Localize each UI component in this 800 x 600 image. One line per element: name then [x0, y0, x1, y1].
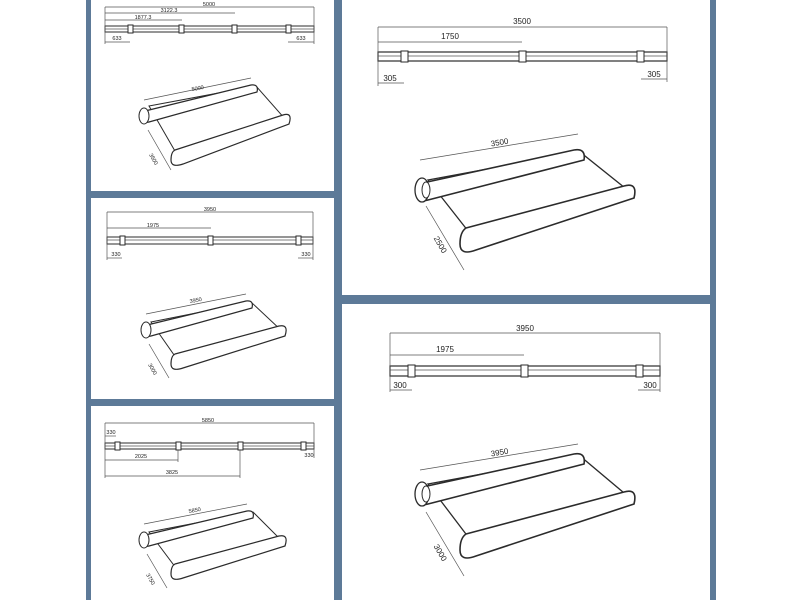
rail-total-label: 3500 — [513, 17, 531, 26]
rail-end-left-label: 633 — [112, 36, 121, 42]
bracket — [207, 235, 214, 246]
awning-3d: 3950 3000 — [140, 293, 287, 379]
awning-width-label: 5850 — [188, 507, 201, 515]
rail-end-right-label: 300 — [643, 381, 657, 390]
awning-projection-label: 3500 — [147, 153, 158, 167]
panel-awning-5000: 5000 3122.3 1877.3 633 633 5000 — [91, 0, 334, 191]
awning-3d: 5000 3500 — [138, 77, 291, 171]
panel-awning-3950: 3950 1975 300 300 3950 3000 — [342, 304, 710, 600]
rail-end-left-label: 330 — [106, 430, 115, 436]
bracket — [285, 24, 292, 34]
panel-awning-3500: 3500 1750 305 305 3500 2500 — [342, 0, 710, 295]
rail-end-left-label: 330 — [111, 252, 120, 258]
rail-diagram: 3500 1750 305 305 — [377, 17, 668, 86]
bracket — [400, 50, 409, 63]
rail-end-left-label: 300 — [393, 381, 407, 390]
bracket — [127, 24, 134, 34]
awning-3d: 3500 2500 — [414, 133, 636, 271]
rail-total-label: 3950 — [516, 324, 534, 333]
awning-3d: 5850 3750 — [138, 503, 287, 589]
awning-3500-drawing: 3500 1750 305 305 3500 2500 — [377, 17, 668, 271]
bracket — [636, 50, 645, 63]
awning-3950-drawing: 3950 1975 300 300 3950 3000 — [389, 324, 661, 577]
panel-awning-3950-small: 3950 1975 330 330 3950 3000 — [91, 198, 334, 399]
rail-dim-a-label: 1975 — [147, 223, 159, 229]
bracket — [300, 441, 307, 451]
awning-width-label: 3500 — [490, 136, 510, 148]
bracket — [635, 364, 644, 378]
rail-dim-a-label: 2025 — [135, 454, 147, 460]
rail-dim-a-label: 3122.3 — [161, 8, 178, 14]
bracket — [175, 441, 182, 451]
awning-projection-label: 3000 — [146, 363, 157, 377]
bracket — [295, 235, 302, 246]
bracket — [114, 441, 121, 451]
rail-total-label: 5850 — [202, 418, 214, 424]
bracket — [178, 24, 185, 34]
bracket — [407, 364, 416, 378]
awning-3d: 3950 3000 — [414, 443, 636, 577]
bracket — [231, 24, 238, 34]
rail-diagram: 3950 1975 300 300 — [389, 324, 661, 392]
awning-3950-small-drawing: 3950 1975 330 330 3950 3000 — [106, 207, 314, 379]
bracket — [520, 364, 529, 378]
rail-dim-b-label: 3825 — [166, 470, 178, 476]
bracket — [237, 441, 244, 451]
awning-projection-label: 2500 — [432, 235, 449, 255]
rail-end-right-label: 330 — [304, 453, 313, 459]
rail-total-label: 3950 — [204, 207, 216, 213]
rail-diagram: 3950 1975 330 330 — [106, 207, 314, 260]
rail-diagram: 5000 3122.3 1877.3 633 633 — [104, 2, 315, 44]
panel-awning-5850: 5850 330 330 2025 3825 5850 — [91, 406, 334, 600]
rail-total-label: 5000 — [203, 2, 215, 8]
bracket — [518, 50, 527, 63]
awning-width-label: 3950 — [189, 297, 202, 305]
rail-dim-a-label: 1975 — [436, 345, 454, 354]
awning-width-label: 5000 — [191, 85, 204, 93]
awning-width-label: 3950 — [490, 446, 510, 458]
awning-5850-drawing: 5850 330 330 2025 3825 5850 — [104, 418, 315, 589]
rail-dim-a-label: 1750 — [441, 32, 459, 41]
rail-end-right-label: 305 — [647, 70, 661, 79]
rail-diagram: 5850 330 330 2025 3825 — [104, 418, 315, 478]
rail-end-left-label: 305 — [383, 74, 397, 83]
awning-5000-drawing: 5000 3122.3 1877.3 633 633 5000 — [104, 2, 315, 171]
rail-dim-b-label: 1877.3 — [135, 15, 152, 21]
bracket — [119, 235, 126, 246]
rail-end-right-label: 330 — [301, 252, 310, 258]
awning-projection-label: 3750 — [144, 573, 155, 587]
rail-end-right-label: 633 — [296, 36, 305, 42]
